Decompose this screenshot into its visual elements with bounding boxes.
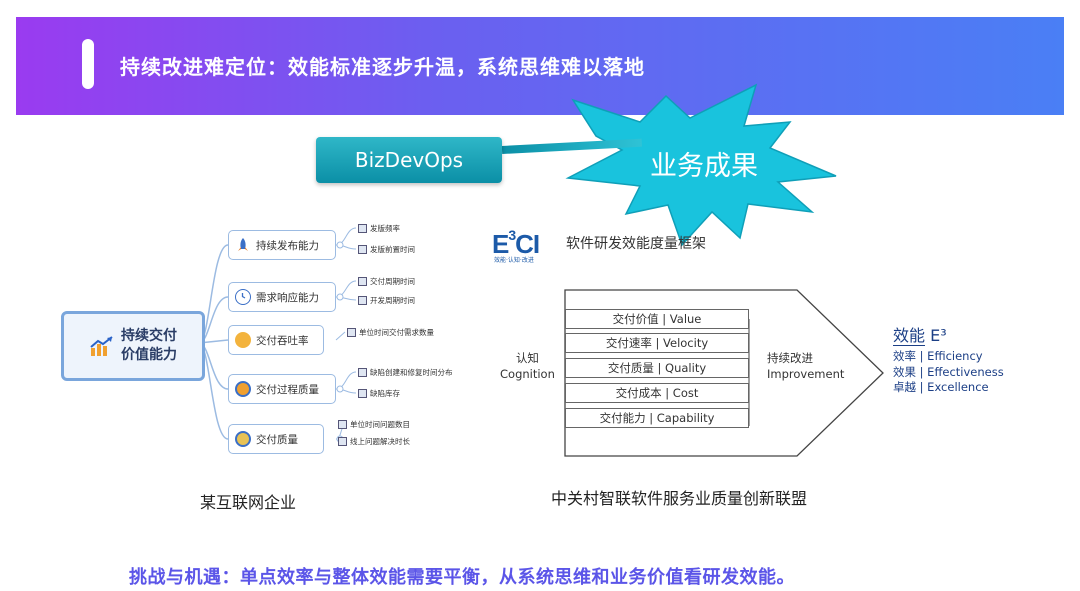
e3-title: 效能 E³ xyxy=(893,326,947,346)
mindmap-leaf: 单位时间交付需求数量 xyxy=(347,327,434,338)
mindmap-node-label: 交付过程质量 xyxy=(256,383,319,396)
mindmap-node-delivery-quality: 交付质量 xyxy=(228,424,324,454)
framework-item-quality: 交付质量 | Quality xyxy=(565,358,749,378)
page-title: 持续改进难定位：效能标准逐步升温，系统思维难以落地 xyxy=(120,55,645,79)
checkbox-icon xyxy=(358,245,367,254)
checkbox-icon xyxy=(358,368,367,377)
checkbox-icon xyxy=(338,437,347,446)
framework-caption: 中关村智联软件服务业质量创新联盟 xyxy=(551,489,808,508)
gauge-icon xyxy=(235,332,251,348)
checkbox-icon xyxy=(358,389,367,398)
mindmap-leaf: 开发周期时间 xyxy=(358,295,415,306)
mindmap-leaf: 缺陷库存 xyxy=(358,388,400,399)
e3ci-logo: E3CI xyxy=(492,227,540,259)
mindmap-node-process-quality: 交付过程质量 xyxy=(228,374,336,404)
bizdevops-connector xyxy=(501,138,643,154)
bizdevops-box: BizDevOps xyxy=(316,137,502,183)
mindmap-node-label: 交付吞吐率 xyxy=(256,334,309,347)
mindmap-node-release: 持续发布能力 xyxy=(228,230,336,260)
mindmap-node-label: 交付质量 xyxy=(256,433,298,446)
e3-item-effectiveness: 效果 | Effectiveness xyxy=(893,365,1004,379)
title-banner: 持续改进难定位：效能标准逐步升温，系统思维难以落地 xyxy=(16,17,1064,115)
mindmap-leaf: 发版前置时间 xyxy=(358,244,415,255)
e3-item-efficiency: 效率 | Efficiency xyxy=(893,349,983,363)
checkbox-icon xyxy=(358,296,367,305)
framework-item-capability: 交付能力 | Capability xyxy=(565,408,749,428)
improvement-label: 持续改进 Improvement xyxy=(767,351,845,381)
checkbox-icon xyxy=(358,277,367,286)
e3ci-logo-subtitle: 效能·认知·改进 xyxy=(494,257,534,264)
checkbox-icon xyxy=(358,224,367,233)
mindmap-leaf: 交付周期时间 xyxy=(358,276,415,287)
mindmap-leaf: 线上问题解决时长 xyxy=(338,436,410,447)
mindmap-root-line1: 持续交付 xyxy=(121,328,177,344)
framework-item-cost: 交付成本 | Cost xyxy=(565,383,749,403)
mindmap-node-label: 需求响应能力 xyxy=(256,291,319,304)
framework-title: 软件研发效能度量框架 xyxy=(566,236,706,252)
mindmap-node-response: 需求响应能力 xyxy=(228,282,336,312)
business-outcome-label: 业务成果 xyxy=(650,151,758,181)
mindmap-node-throughput: 交付吞吐率 xyxy=(228,325,324,355)
bottom-note: 挑战与机遇：单点效率与整体效能需要平衡，从系统思维和业务价值看研发效能。 xyxy=(129,567,795,588)
checkbox-icon xyxy=(338,420,347,429)
clock-icon xyxy=(235,289,251,305)
checkbox-icon xyxy=(347,328,356,337)
mindmap-caption: 某互联网企业 xyxy=(200,493,297,512)
medal-icon xyxy=(235,431,251,447)
mindmap-node-label: 持续发布能力 xyxy=(256,239,319,252)
mindmap-leaf: 单位时间问题数目 xyxy=(338,419,410,430)
cognition-label: 认知 Cognition xyxy=(500,351,555,381)
mindmap-leaf: 发版频率 xyxy=(358,223,400,234)
rocket-icon xyxy=(235,237,251,253)
banner-accent-bar xyxy=(82,39,94,89)
e3-item-excellence: 卓越 | Excellence xyxy=(893,380,989,394)
growth-chart-icon xyxy=(90,336,113,356)
bizdevops-label: BizDevOps xyxy=(354,148,464,172)
mindmap-leaf: 缺陷创建和修复时间分布 xyxy=(358,367,453,378)
badge-icon xyxy=(235,381,251,397)
framework-item-value: 交付价值 | Value xyxy=(565,309,749,329)
mindmap-root-line2: 价值能力 xyxy=(121,347,177,363)
framework-item-velocity: 交付速率 | Velocity xyxy=(565,333,749,353)
mindmap-root: 持续交付 价值能力 xyxy=(61,311,205,381)
